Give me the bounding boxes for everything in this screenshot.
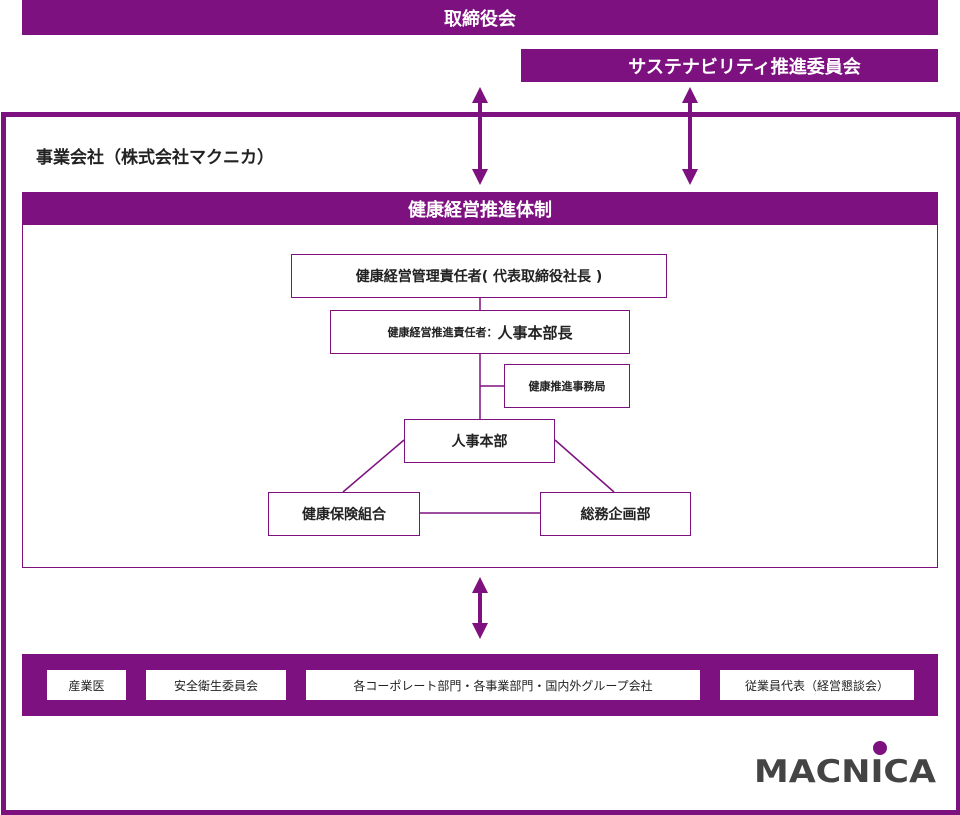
- stakeholder-item: 各コーポレート部門・各事業部門・国内外グループ会社: [306, 670, 700, 700]
- stakeholder-item: 安全衛生委員会: [146, 670, 286, 700]
- health-promoter-prefix: 健康経営推進責任者：: [387, 326, 498, 339]
- stakeholder-item: 産業医: [47, 670, 126, 700]
- company-title: 事業会社（株式会社マクニカ）: [36, 148, 274, 168]
- macnica-logo-text: MACNICA: [754, 754, 936, 786]
- health-office-label: 健康推進事務局: [528, 380, 606, 393]
- health-promoter-name: 人事本部長: [497, 323, 573, 342]
- health-office-box: 健康推進事務局: [504, 364, 630, 408]
- health-manager-label: 健康経営管理責任者( 代表取締役社長 ): [355, 269, 603, 285]
- board-label: 取締役会: [444, 8, 516, 30]
- stakeholder-item: 従業員代表（経営懇談会）: [720, 670, 914, 700]
- sustainability-committee-label: サステナビリティ推進委員会: [628, 56, 861, 78]
- health-insurance-label: 健康保険組合: [302, 507, 386, 523]
- sustainability-committee-bar: サステナビリティ推進委員会: [521, 49, 938, 82]
- macnica-logo: MACNICA: [752, 738, 938, 790]
- health-promoter-box: 健康経営推進責任者： 人事本部長: [330, 310, 630, 354]
- stakeholder-item-label: 産業医: [68, 678, 105, 693]
- general-affairs-box: 総務企画部: [540, 492, 691, 536]
- stakeholder-item-label: 各コーポレート部門・各事業部門・国内外グループ会社: [353, 678, 653, 693]
- hr-division-box: 人事本部: [404, 419, 555, 463]
- stakeholder-item-label: 従業員代表（経営懇談会）: [744, 678, 889, 693]
- system-header: 健康経営推進体制: [22, 192, 938, 225]
- macnica-logo-graphic: MACNICA: [754, 741, 936, 790]
- health-insurance-box: 健康保険組合: [268, 492, 420, 536]
- hr-general-line: [554, 439, 615, 493]
- hr-division-label: 人事本部: [451, 434, 508, 450]
- board-bar: 取締役会: [22, 0, 938, 35]
- general-affairs-label: 総務企画部: [580, 507, 651, 523]
- stakeholder-item-label: 安全衛生委員会: [173, 678, 258, 693]
- hr-insurance-line: [342, 439, 405, 493]
- system-header-label: 健康経営推進体制: [408, 199, 552, 221]
- health-manager-box: 健康経営管理責任者( 代表取締役社長 ): [291, 254, 667, 298]
